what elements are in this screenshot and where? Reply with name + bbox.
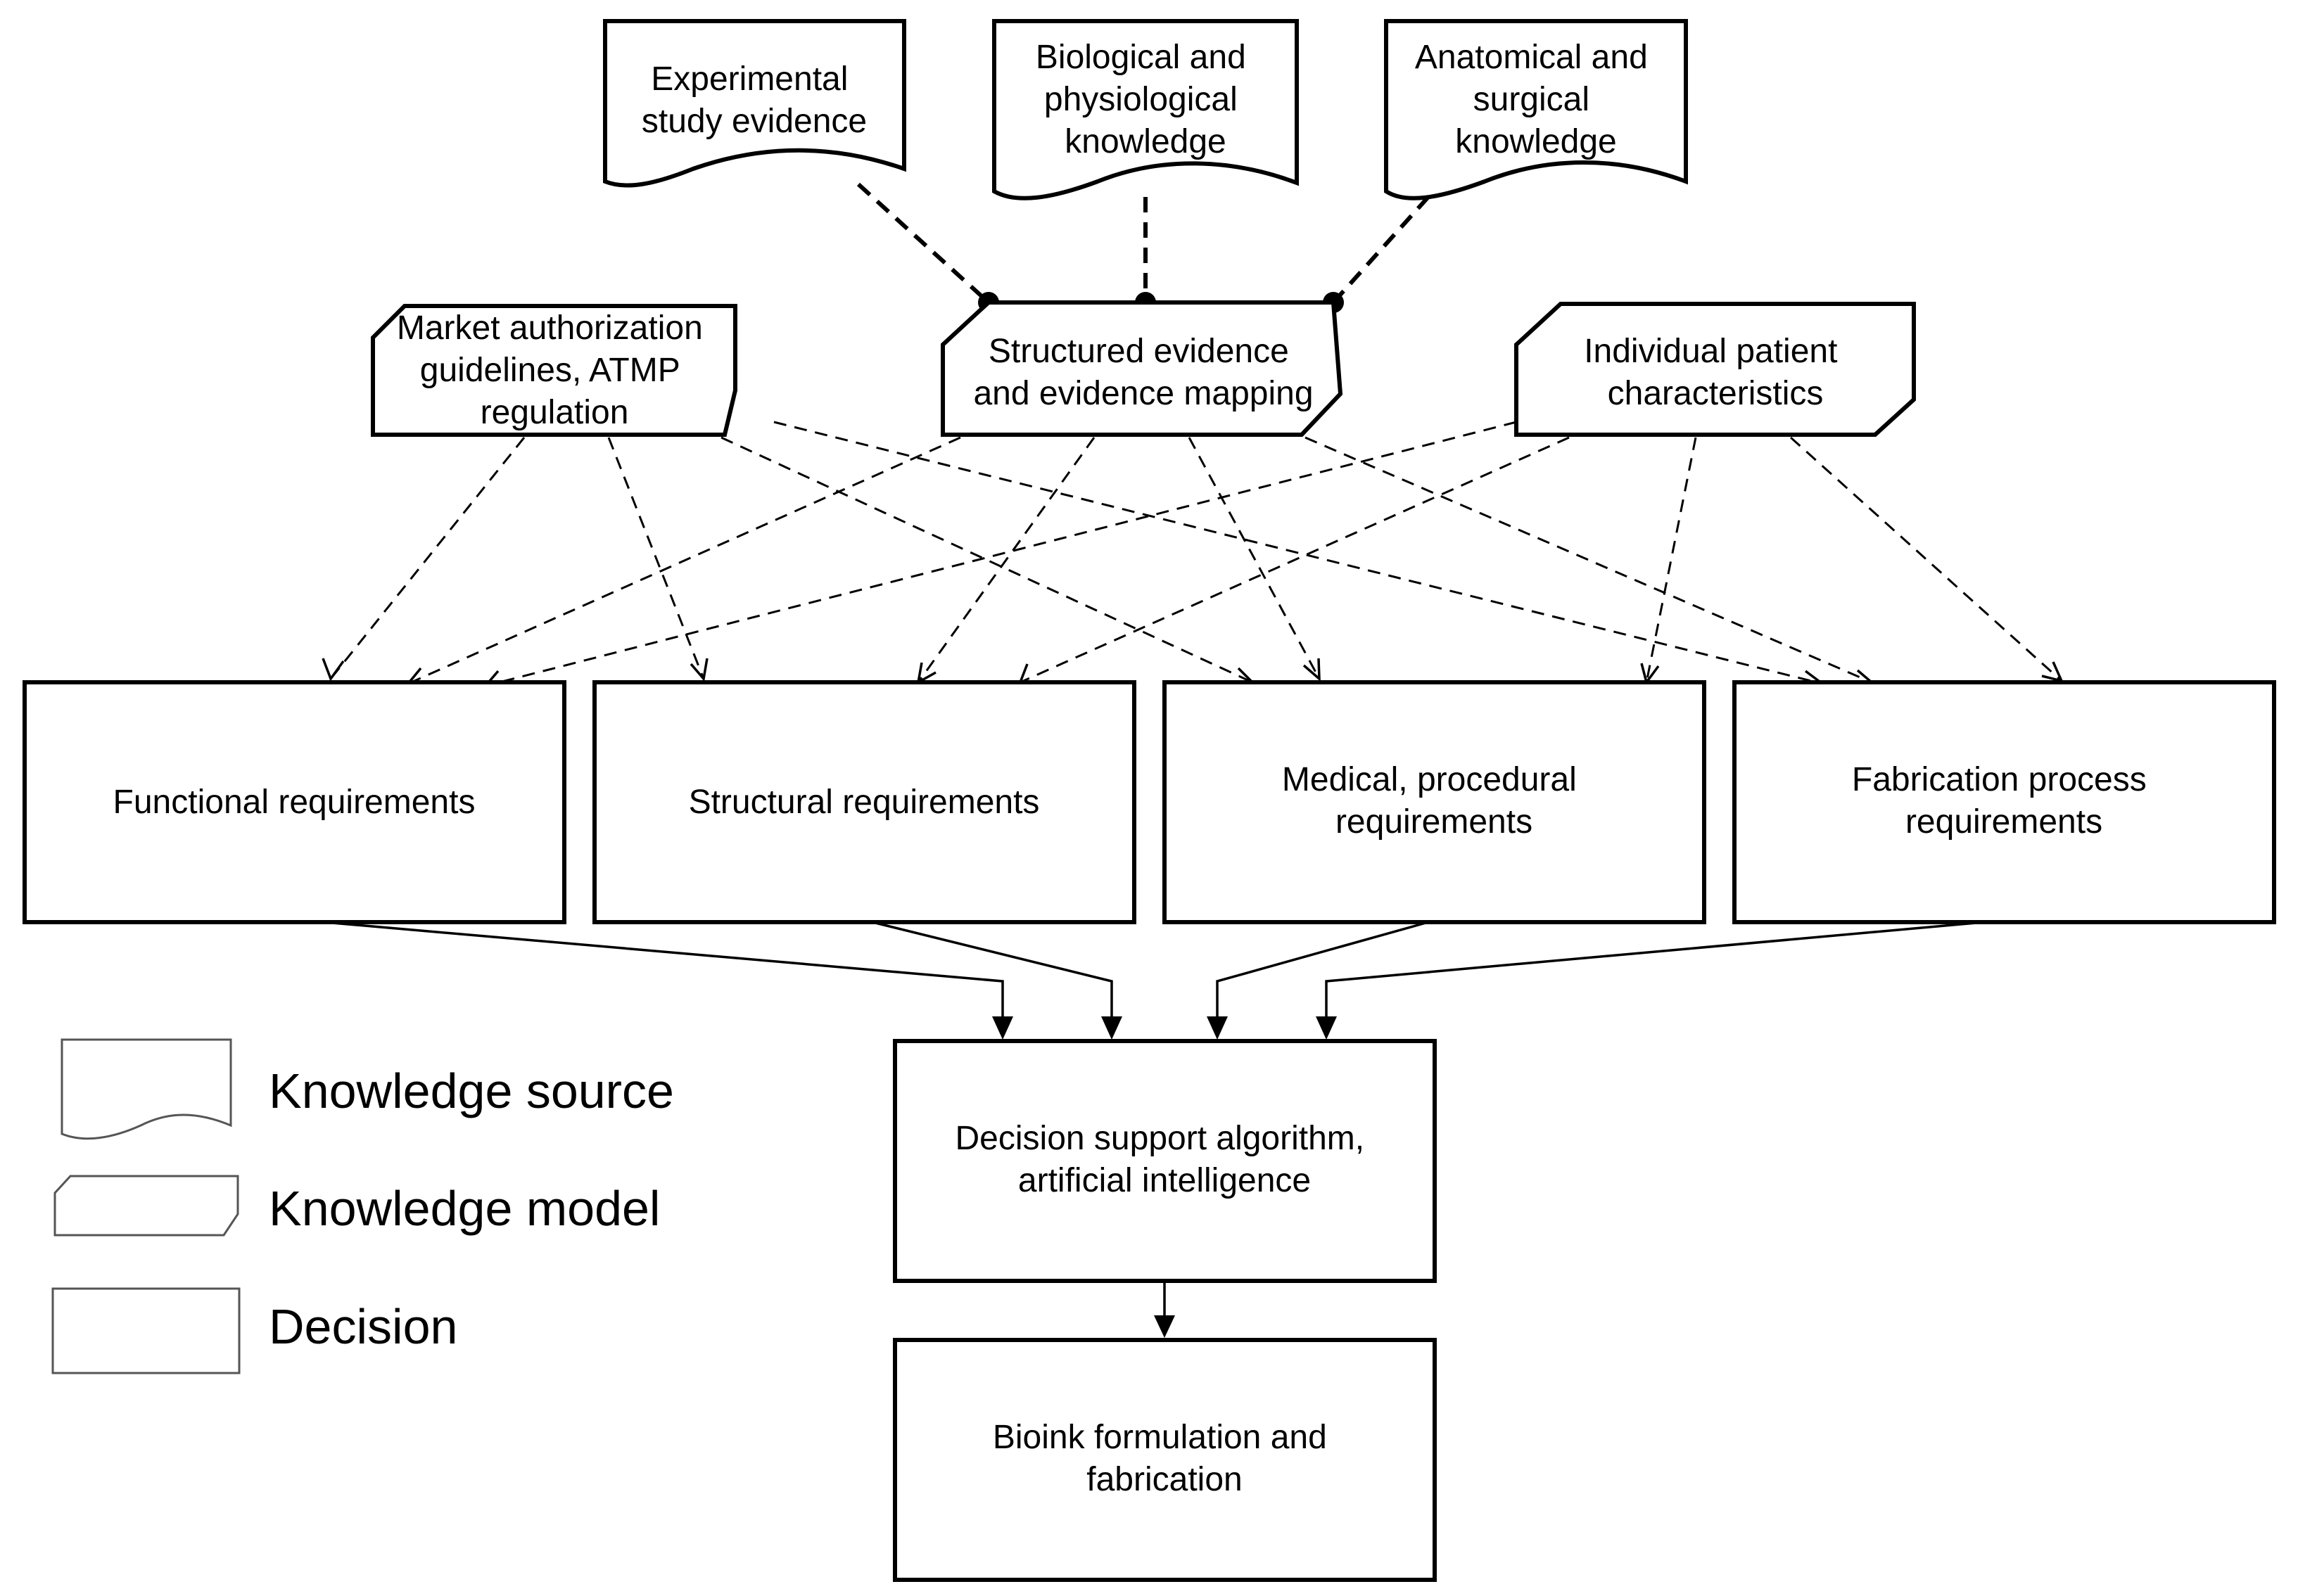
knowledge-source-experimental: Experimental study evidence <box>603 19 906 188</box>
knowledge-model-patient: Individual patient characteristics <box>1514 302 1916 437</box>
source-links <box>856 182 1430 313</box>
node-label: Anatomical and surgical knowledge <box>1415 39 1657 160</box>
node-label: Structured evidence and evidence mapping <box>973 333 1313 412</box>
node-label: Medical, procedural requirements <box>1282 761 1586 841</box>
model-links <box>329 421 2063 687</box>
node-label: Functional requirements <box>113 784 476 821</box>
legend-label: Knowledge source <box>269 1064 674 1118</box>
requirement-structural: Structural requirements <box>592 680 1136 924</box>
legend-label: Decision <box>269 1299 457 1354</box>
node-label: Experimental study evidence <box>642 60 867 140</box>
node-label: Fabrication process requirements <box>1852 761 2156 841</box>
decision-algorithm: Decision support algorithm, artificial i… <box>893 1039 1437 1283</box>
node-label: Market authorization guidelines, ATMP re… <box>397 309 712 431</box>
decision-bioink: Bioink formulation and fabrication <box>893 1338 1437 1582</box>
legend-item-source: Knowledge source <box>61 1038 674 1140</box>
node-label: Bioink formulation and fabrication <box>993 1419 1336 1498</box>
legend: Knowledge source Knowledge model Decisio… <box>51 1038 674 1374</box>
knowledge-source-anatomical: Anatomical and surgical knowledge <box>1384 19 1688 200</box>
requirement-medical: Medical, procedural requirements <box>1162 680 1706 924</box>
legend-label: Knowledge model <box>269 1181 660 1236</box>
node-label: Biological and physiological knowledge <box>1036 39 1255 160</box>
requirement-links <box>323 921 1985 1040</box>
knowledge-model-structured: Structured evidence and evidence mapping <box>941 300 1343 437</box>
legend-item-decision: Decision <box>51 1287 457 1374</box>
node-label: Decision support algorithm, artificial i… <box>956 1120 1374 1199</box>
knowledge-model-market: Market authorization guidelines, ATMP re… <box>371 304 737 437</box>
requirement-fabrication: Fabrication process requirements <box>1732 680 2276 924</box>
algorithm-to-bioink-link <box>1154 1281 1175 1338</box>
requirement-functional: Functional requirements <box>23 680 566 924</box>
knowledge-source-biological: Biological and physiological knowledge <box>992 19 1299 200</box>
node-label: Individual patient characteristics <box>1584 333 1847 412</box>
node-label: Structural requirements <box>689 784 1040 821</box>
legend-item-model: Knowledge model <box>53 1175 660 1237</box>
